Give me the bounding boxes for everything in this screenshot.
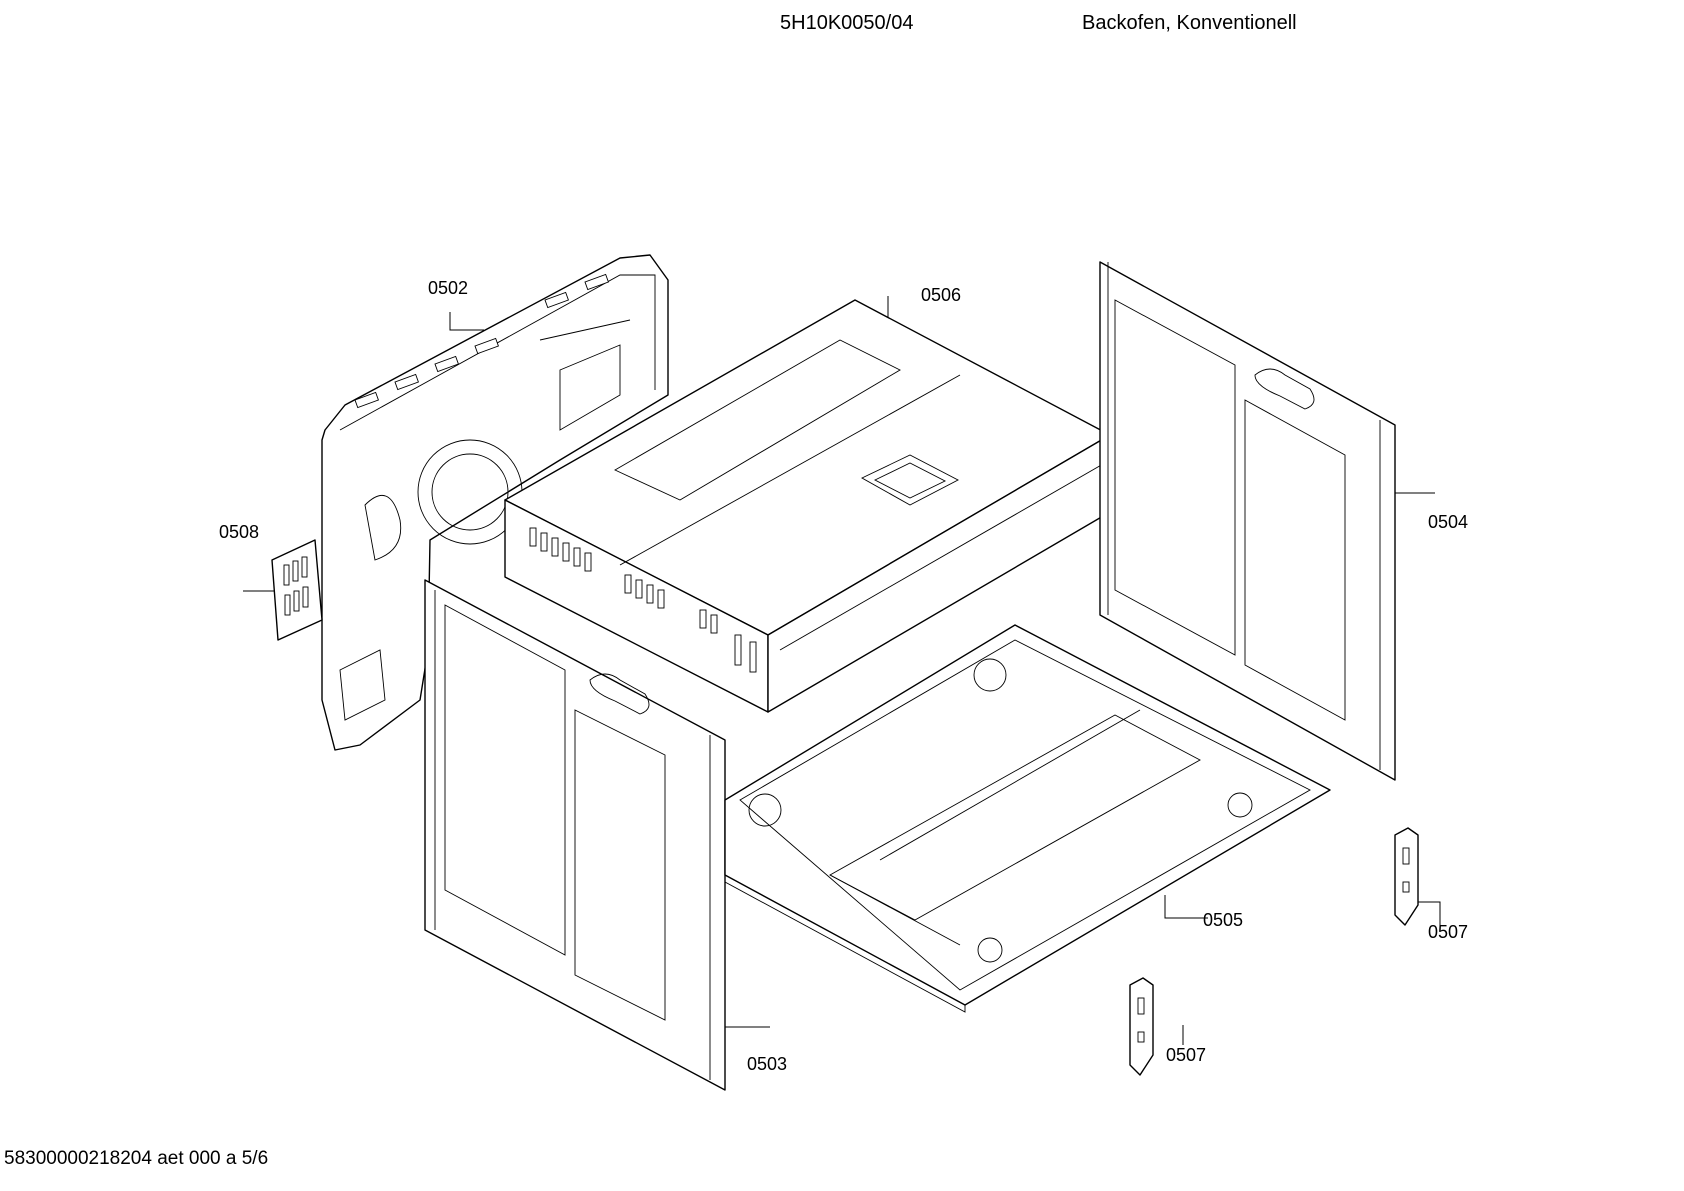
part-0502-back-wall[interactable] bbox=[321, 254, 669, 751]
model-number: 5H10K0050/04 bbox=[780, 12, 914, 34]
label-0505: 0505 bbox=[1203, 910, 1244, 930]
label-0508: 0508 bbox=[219, 522, 260, 542]
part-0504-right-side-wall[interactable] bbox=[1099, 261, 1396, 781]
label-0503: 0503 bbox=[747, 1054, 788, 1074]
part-0508-vent-panel[interactable] bbox=[271, 539, 323, 641]
label-0504: 0504 bbox=[1428, 512, 1469, 532]
part-0505-bottom-base[interactable] bbox=[724, 624, 1331, 1013]
leader-lines bbox=[243, 296, 1441, 1045]
label-0507-upper: 0507 bbox=[1428, 922, 1469, 942]
appliance-description: Backofen, Konventionell bbox=[1082, 12, 1297, 34]
part-0507-bracket-upper[interactable] bbox=[1394, 827, 1419, 926]
label-0507-lower: 0507 bbox=[1166, 1045, 1207, 1065]
part-0506-top-cover[interactable] bbox=[504, 299, 1111, 713]
part-0503-left-side-wall[interactable] bbox=[424, 579, 726, 1091]
part-0507-bracket-lower[interactable] bbox=[1129, 977, 1154, 1076]
label-0502: 0502 bbox=[428, 278, 469, 298]
document-id: 58300000218204 aet 000 a 5/6 bbox=[4, 1148, 269, 1169]
label-0506: 0506 bbox=[921, 285, 962, 305]
